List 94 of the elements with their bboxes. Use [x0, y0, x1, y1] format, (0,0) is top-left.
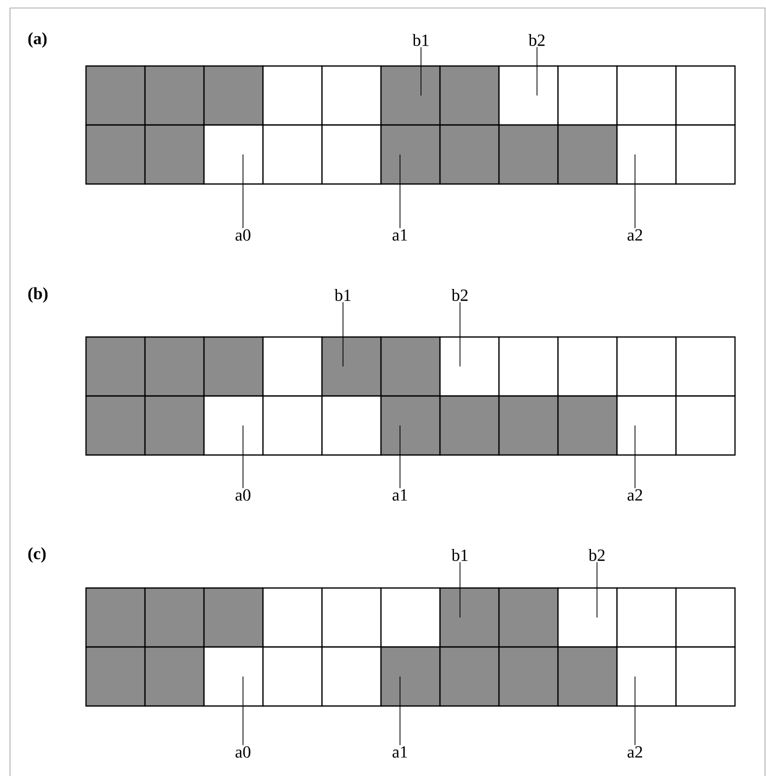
pointer-label: a2 — [628, 489, 642, 501]
grid-cell — [321, 646, 382, 707]
grid-cell — [203, 336, 264, 397]
grid-cell — [203, 65, 264, 126]
leader-line — [242, 425, 244, 488]
pointer-label: a0 — [236, 229, 250, 241]
grid-cell — [262, 124, 323, 185]
leader-line — [596, 562, 598, 618]
grid-cell — [675, 124, 736, 185]
grid-cell — [85, 65, 146, 126]
grid-cell — [85, 124, 146, 185]
grid-cell — [144, 646, 205, 707]
pointer-label: a2 — [628, 229, 642, 241]
grid-cell — [321, 395, 382, 456]
grid-cell — [616, 124, 677, 185]
grid-cell — [321, 587, 382, 648]
panel-label: (c) — [28, 547, 46, 563]
pointer-label: b2 — [588, 549, 605, 561]
grid-cell — [498, 336, 559, 397]
grid-cell — [675, 65, 736, 126]
grid-cell — [675, 336, 736, 397]
leader-line — [242, 154, 244, 228]
grid-cell — [675, 587, 736, 648]
grid-cell — [439, 395, 500, 456]
grid-cell — [262, 395, 323, 456]
grid-cell — [439, 65, 500, 126]
grid-cell — [498, 65, 559, 126]
pointer-label: b1 — [412, 34, 428, 46]
grid-cell — [616, 65, 677, 126]
leader-line — [242, 676, 244, 746]
grid-cell — [439, 336, 500, 397]
leader-line — [420, 46, 422, 96]
grid-cell — [262, 587, 323, 648]
grid-cell — [262, 646, 323, 707]
grid-cell — [321, 336, 382, 397]
grid-cell — [85, 587, 146, 648]
grid-cell — [380, 124, 441, 185]
pointer-label: b1 — [334, 289, 350, 301]
grid-cell — [616, 646, 677, 707]
grid-cell — [557, 587, 618, 648]
grid-cell — [144, 65, 205, 126]
leader-line — [342, 302, 344, 367]
grid-cell — [439, 646, 500, 707]
pointer-label: a0 — [236, 746, 250, 758]
grid-cell — [380, 587, 441, 648]
grid-cell — [557, 646, 618, 707]
pointer-label: b1 — [452, 549, 468, 561]
leader-line — [634, 676, 636, 746]
leader-line — [536, 46, 538, 96]
grid-cell — [616, 587, 677, 648]
grid-cell — [616, 336, 677, 397]
grid-cell — [557, 336, 618, 397]
grid-cell — [675, 395, 736, 456]
grid-cell — [321, 124, 382, 185]
grid-cell — [144, 124, 205, 185]
panel-label: (b) — [28, 287, 48, 303]
grid-cell — [498, 395, 559, 456]
grid-cell — [380, 646, 441, 707]
grid-cell — [557, 395, 618, 456]
grid-cell — [321, 65, 382, 126]
grid-cell — [203, 395, 264, 456]
grid-cell — [675, 646, 736, 707]
grid-cell — [85, 646, 146, 707]
grid-cell — [85, 336, 146, 397]
grid-cell — [262, 65, 323, 126]
grid-cell — [262, 336, 323, 397]
grid-cell — [203, 124, 264, 185]
grid-cell — [557, 124, 618, 185]
grid-cell — [203, 646, 264, 707]
grid-cell — [498, 646, 559, 707]
pointer-label: a1 — [392, 229, 407, 241]
grid-cell — [85, 395, 146, 456]
grid-cell — [439, 587, 500, 648]
pointer-label: b2 — [528, 34, 545, 46]
pointer-label: a0 — [236, 489, 250, 501]
grid-cell — [439, 124, 500, 185]
grid-cell — [144, 587, 205, 648]
grid-cell — [380, 395, 441, 456]
grid-cell — [144, 395, 205, 456]
pointer-label: a2 — [628, 746, 642, 758]
grid-cell — [380, 65, 441, 126]
pointer-label: b2 — [452, 289, 468, 301]
grid-cell — [616, 395, 677, 456]
pointer-label: a1 — [392, 489, 407, 501]
leader-line — [634, 425, 636, 488]
grid-cell — [203, 587, 264, 648]
grid-cell — [498, 124, 559, 185]
grid-cell — [380, 336, 441, 397]
leader-line — [634, 154, 636, 228]
pointer-label: a1 — [392, 746, 407, 758]
grid-cell — [557, 65, 618, 126]
panel-label: (a) — [28, 32, 47, 48]
grid-cell — [144, 336, 205, 397]
grid-cell — [498, 587, 559, 648]
